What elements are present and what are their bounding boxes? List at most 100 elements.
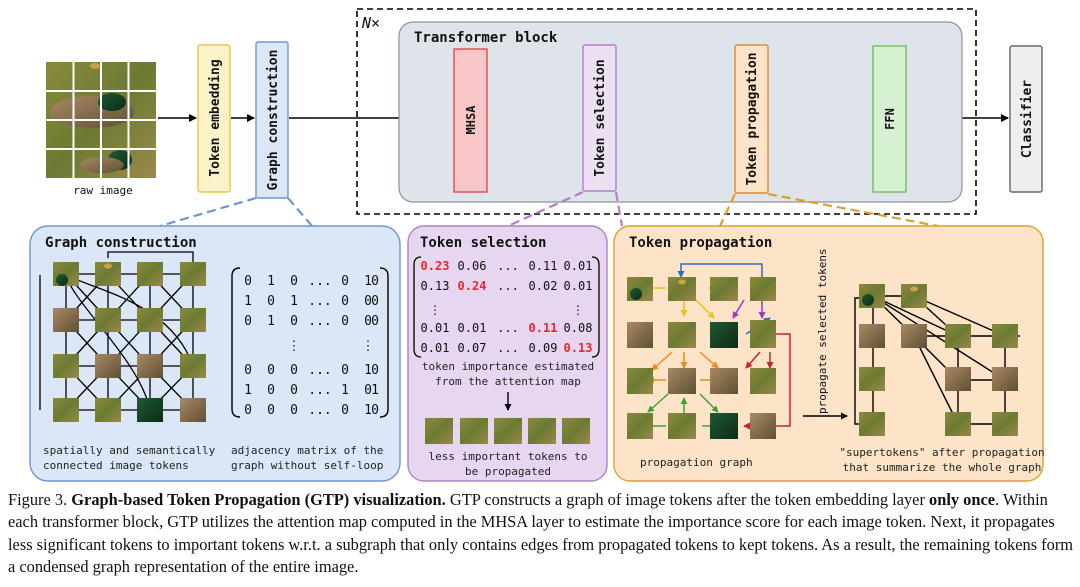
graph-panel-title: Graph construction	[45, 235, 197, 251]
adjacency-cell: 0	[371, 363, 379, 378]
adjacency-cell: 0	[341, 363, 349, 378]
adjacency-cell: 0	[341, 294, 349, 309]
adjacency-cell: 0	[341, 274, 349, 289]
importance-cell: ...	[497, 341, 519, 355]
adjacency-cell: 0	[341, 403, 349, 418]
importance-cell: 0.13	[421, 279, 450, 293]
token-embedding-block	[197, 44, 231, 193]
transformer-block	[398, 21, 963, 203]
adjacency-cell: 0	[371, 294, 379, 309]
token-selection-panel	[407, 225, 608, 482]
propagated-tokens	[425, 418, 590, 444]
importance-cell: ...	[497, 321, 519, 335]
adjacency-cell: ...	[308, 294, 331, 309]
selection-panel-title: Token selection	[420, 235, 546, 251]
figure-caption: Figure 3. Graph-based Token Propagation …	[8, 489, 1074, 579]
adjacency-cell: 0	[290, 314, 298, 329]
adjacency-cell: 0	[341, 314, 349, 329]
adjacency-cell: 0	[290, 383, 298, 398]
graph-construction-label: Graph construction	[266, 50, 281, 191]
adjacency-cell: 0	[244, 403, 252, 418]
raw-image-label: raw image	[73, 184, 133, 197]
adjacency-cell: ...	[308, 383, 331, 398]
caption-only-once: only once	[929, 490, 996, 509]
importance-cell: 0.06	[458, 259, 487, 273]
importance-cell-highlighted: 0.11	[529, 321, 558, 335]
repeat-label: N×	[361, 14, 380, 32]
mhsa-block	[453, 48, 488, 193]
transformer-block-label: Transformer block	[414, 30, 558, 46]
caption-text-1: GTP constructs a graph of image tokens a…	[445, 490, 930, 509]
token-selection-label: Token selection	[593, 59, 608, 176]
adjacency-cell: 0	[364, 294, 372, 309]
token-selection-block	[582, 44, 617, 192]
figure-label: Figure 3.	[8, 490, 68, 509]
propagation-caption-left: propagation graph	[640, 456, 753, 469]
caption-title: Graph-based Token Propagation (GTP) visu…	[71, 490, 446, 509]
adjacency-cell: 1	[364, 403, 372, 418]
adjacency-cell: 0	[371, 314, 379, 329]
token-graph	[39, 251, 206, 422]
importance-cell: 0.01	[458, 321, 487, 335]
importance-cell-highlighted: 0.13	[564, 341, 593, 355]
adjacency-cell: 1	[371, 383, 379, 398]
propagate-arrow-label: propagate selected tokens	[816, 248, 829, 414]
graph-construction-panel	[29, 225, 401, 482]
propagation-graph	[627, 263, 791, 439]
adjacency-cell: 0	[267, 294, 275, 309]
ffn-block	[872, 45, 907, 193]
adjacency-cell: ...	[308, 274, 331, 289]
adjacency-cell: 0	[290, 403, 298, 418]
adjacency-cell: 0	[244, 363, 252, 378]
importance-cell: 0.07	[458, 341, 487, 355]
selection-caption-bottom-1: less important tokens to	[429, 450, 588, 463]
adjacency-cell: ⋮	[288, 339, 301, 354]
graph-caption-left-1: spatially and semantically	[43, 444, 216, 457]
graph-caption-left-2: connected image tokens	[43, 459, 189, 472]
graph-caption-right-2: graph without self-loop	[231, 459, 383, 472]
adjacency-cell: 0	[290, 274, 298, 289]
classifier-block	[1009, 45, 1043, 193]
importance-cell-highlighted: 0.24	[458, 279, 487, 293]
supertoken-graph	[854, 284, 1020, 436]
token-propagation-label: Token propagation	[745, 52, 760, 185]
token-propagation-block	[734, 44, 769, 194]
classifier-label: Classifier	[1020, 80, 1035, 158]
adjacency-cell: 1	[364, 274, 372, 289]
selection-caption-mid-2: from the attention map	[435, 375, 581, 388]
importance-cell: 0.11	[529, 259, 558, 273]
caption-text-2: . Within each transformer block, GTP uti…	[8, 490, 1074, 577]
adjacency-cell: 0	[267, 403, 275, 418]
selection-caption-bottom-2: be propagated	[465, 465, 551, 478]
adjacency-cell: 0	[364, 383, 372, 398]
adjacency-cell: 1	[244, 294, 252, 309]
importance-cell: 0.01	[421, 321, 450, 335]
importance-cell: 0.01	[421, 341, 450, 355]
adjacency-cell: ⋮	[362, 339, 375, 354]
adjacency-cell: ...	[308, 403, 331, 418]
token-embedding-label: Token embedding	[208, 59, 223, 176]
propagation-caption-right-1: "supertokens" after propagation	[839, 446, 1044, 459]
importance-cell: 0.02	[529, 279, 558, 293]
gtp-diagram: raw image Token embedding Graph construc…	[29, 8, 1045, 482]
panel-connectors	[159, 190, 939, 228]
adjacency-cell: 0	[371, 403, 379, 418]
repeat-dashed-box	[356, 8, 977, 215]
selection-caption-mid-1: token importance estimated	[422, 360, 594, 373]
importance-cell: ⋮	[572, 303, 584, 317]
adjacency-cell: 1	[267, 274, 275, 289]
adjacency-cell: 1	[364, 363, 372, 378]
importance-cell: 0.01	[564, 279, 593, 293]
adjacency-cell: 1	[244, 383, 252, 398]
graph-caption-right-1: adjacency matrix of the	[231, 444, 383, 457]
adjacency-cell: 0	[267, 363, 275, 378]
adjacency-cell: 0	[244, 314, 252, 329]
adjacency-cell: 1	[267, 314, 275, 329]
adjacency-cell: 1	[290, 294, 298, 309]
importance-cell: 0.08	[564, 321, 593, 335]
ffn-label: FFN	[883, 108, 897, 130]
adjacency-cell: 0	[364, 314, 372, 329]
adjacency-cell: 0	[267, 383, 275, 398]
